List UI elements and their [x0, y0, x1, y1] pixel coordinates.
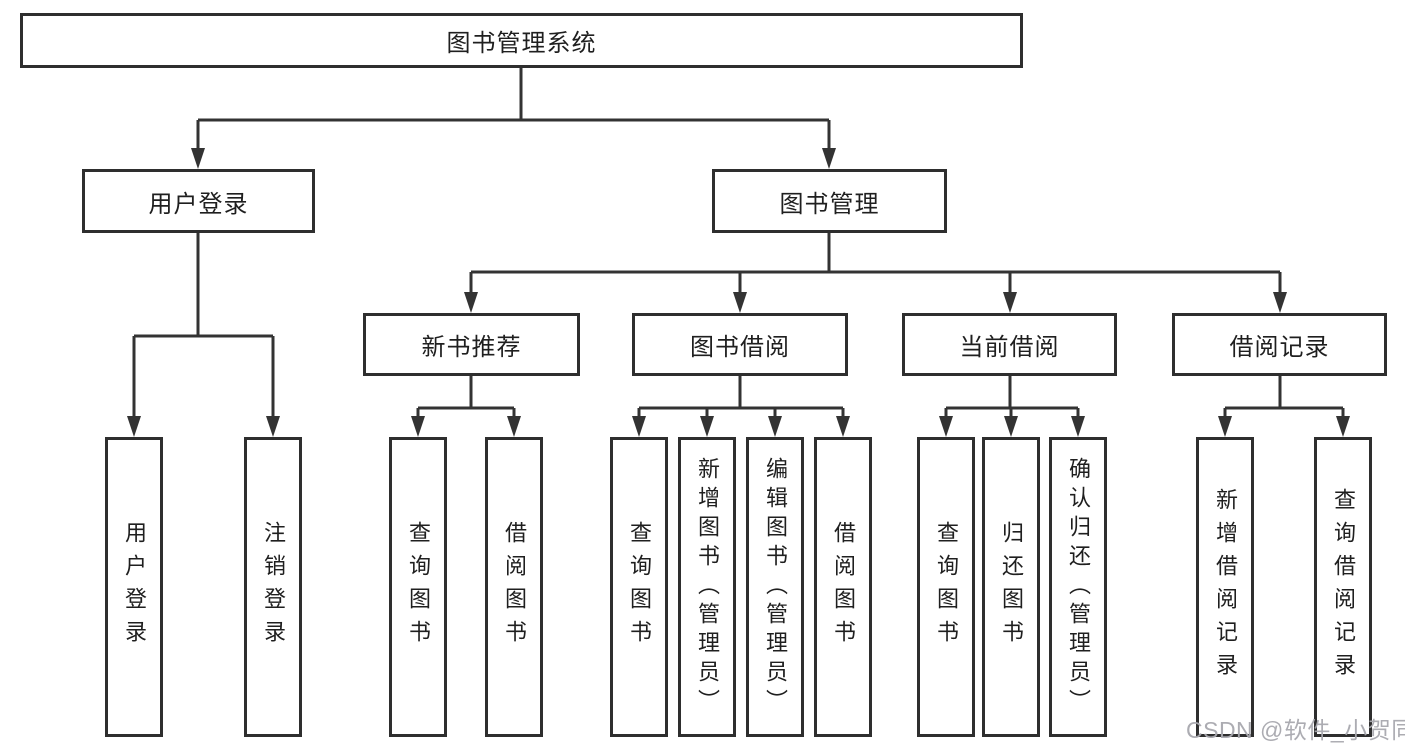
node-user-login-branch: 用户登录	[82, 169, 315, 233]
node-book-management-branch: 图书管理	[712, 169, 947, 233]
leaf-newbook-borrow-books: 借阅图书	[485, 437, 543, 737]
node-book-borrowing: 图书借阅	[632, 313, 848, 376]
leaf-borrowing-add-books-admin: 新增图书（管理员）	[678, 437, 736, 737]
leaf-logout: 注销登录	[244, 437, 302, 737]
node-label: 查询图书	[627, 521, 652, 653]
leaf-records-add-borrow-record: 新增借阅记录	[1196, 437, 1254, 737]
node-label: 新书推荐	[421, 334, 522, 361]
node-label: 确认归还（管理员）	[1066, 456, 1091, 718]
node-label: 图书借阅	[690, 334, 790, 361]
node-label: 图书管理系统	[446, 30, 597, 57]
node-label: 注销登录	[261, 521, 286, 653]
node-label: 编辑图书（管理员）	[763, 456, 788, 718]
leaf-borrowing-query-books: 查询图书	[610, 437, 668, 737]
node-label: 查询借阅记录	[1331, 488, 1356, 686]
node-label: 借阅记录	[1229, 334, 1330, 361]
node-label: 图书管理	[779, 190, 880, 218]
leaf-current-query-books: 查询图书	[917, 437, 975, 737]
node-label: 归还图书	[999, 521, 1024, 653]
node-label: 用户登录	[122, 521, 147, 653]
node-label: 用户登录	[148, 190, 249, 218]
csdn-watermark: CSDN @软件_小贺同学	[1186, 717, 1405, 743]
leaf-borrowing-edit-books-admin: 编辑图书（管理员）	[746, 437, 804, 737]
node-label: 查询图书	[934, 521, 959, 653]
leaf-current-confirm-return-admin: 确认归还（管理员）	[1049, 437, 1107, 737]
node-label: 新增图书（管理员）	[695, 456, 720, 718]
node-current-borrowing: 当前借阅	[902, 313, 1117, 376]
node-label: 借阅图书	[502, 521, 527, 653]
leaf-user-login: 用户登录	[105, 437, 163, 737]
node-label: 新增借阅记录	[1213, 488, 1238, 686]
leaf-borrowing-borrow-books: 借阅图书	[814, 437, 872, 737]
node-label: 当前借阅	[959, 334, 1060, 361]
node-label: 查询图书	[406, 521, 431, 653]
node-new-book-recommendation: 新书推荐	[363, 313, 580, 376]
node-label: 借阅图书	[831, 521, 856, 653]
node-library-management-system: 图书管理系统	[20, 13, 1023, 68]
leaf-current-return-books: 归还图书	[982, 437, 1040, 737]
leaf-newbook-query-books: 查询图书	[389, 437, 447, 737]
node-borrowing-records: 借阅记录	[1172, 313, 1387, 376]
leaf-records-query-borrow-record: 查询借阅记录	[1314, 437, 1372, 737]
